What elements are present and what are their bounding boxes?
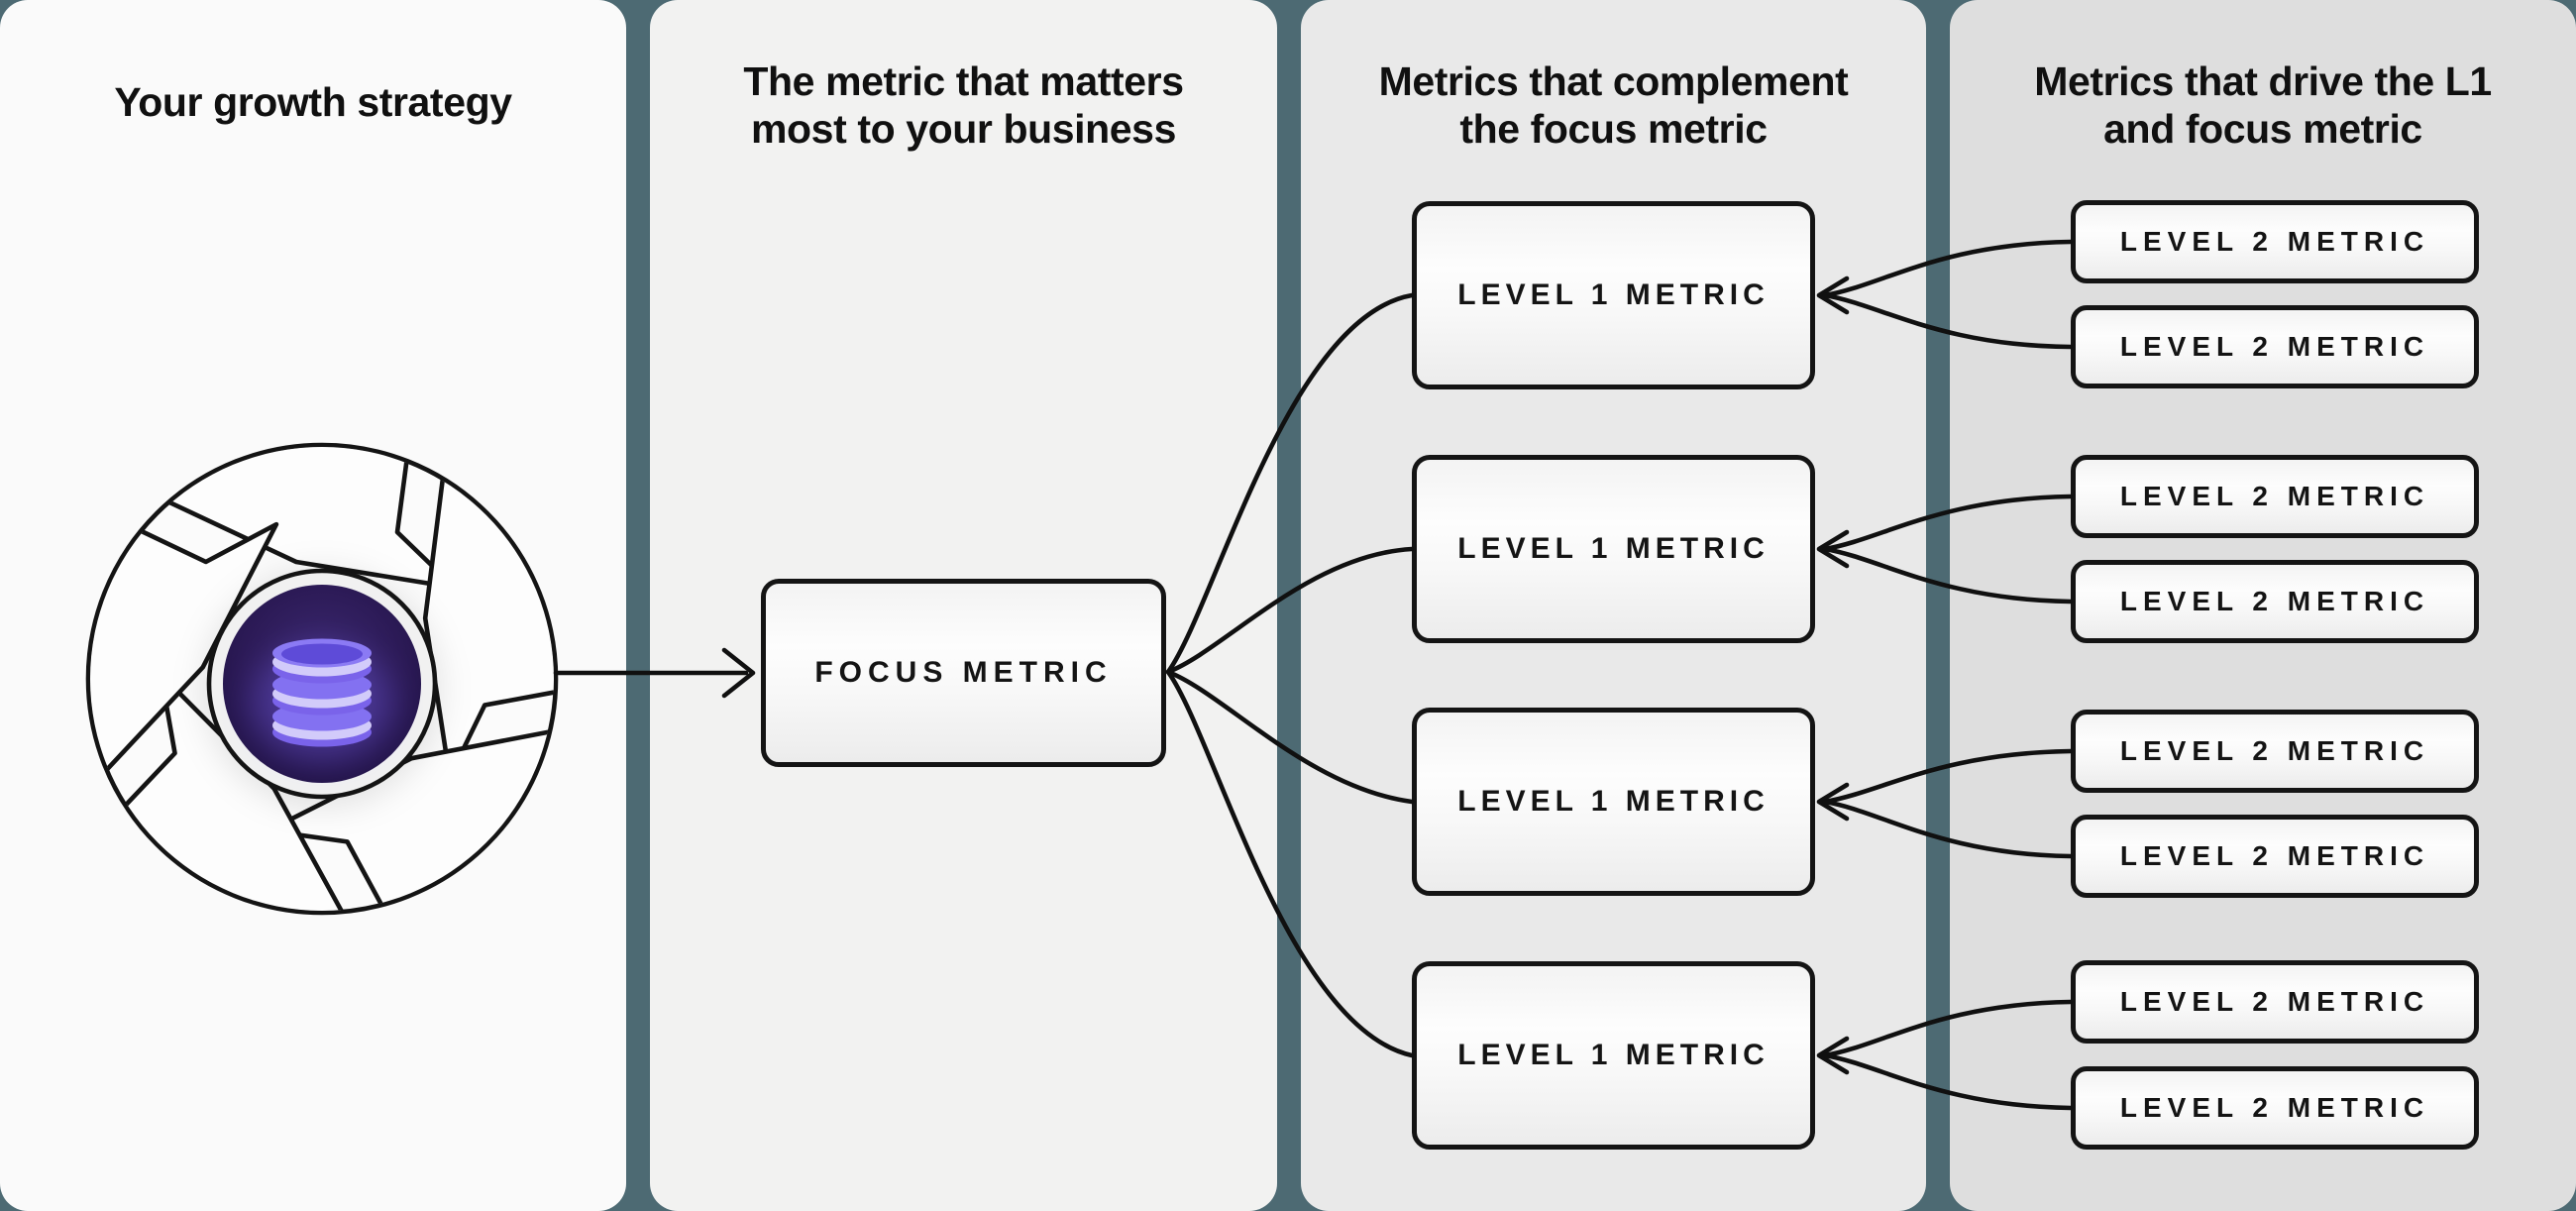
panel-title-line: the focus metric <box>1459 106 1768 152</box>
panel-title-line: Your growth strategy <box>114 79 512 125</box>
level-2-metric-node: LEVEL 2 METRIC <box>2071 200 2479 283</box>
flywheel-icon <box>85 442 559 916</box>
level-1-metric-label: LEVEL 1 METRIC <box>1457 1039 1770 1071</box>
level-1-metric-node: LEVEL 1 METRIC <box>1412 961 1815 1150</box>
level-2-metric-node: LEVEL 2 METRIC <box>2071 710 2479 793</box>
panel-title-line: Metrics that drive the L1 <box>2034 58 2492 104</box>
level-2-metric-label: LEVEL 2 METRIC <box>2119 586 2430 616</box>
panel-title-line: most to your business <box>750 106 1176 152</box>
level-1-metric-node: LEVEL 1 METRIC <box>1412 708 1815 896</box>
level-1-metric-node: LEVEL 1 METRIC <box>1412 455 1815 643</box>
level-2-metric-node: LEVEL 2 METRIC <box>2071 1066 2479 1150</box>
panel-title: Metrics that drive the L1 and focus metr… <box>1950 57 2576 153</box>
level-1-metric-label: LEVEL 1 METRIC <box>1457 785 1770 818</box>
panel-title: The metric that matters most to your bus… <box>650 57 1277 153</box>
level-2-metric-label: LEVEL 2 METRIC <box>2119 226 2430 257</box>
level-2-metric-label: LEVEL 2 METRIC <box>2119 986 2430 1017</box>
level-2-metric-node: LEVEL 2 METRIC <box>2071 560 2479 643</box>
level-1-metric-node: LEVEL 1 METRIC <box>1412 201 1815 389</box>
focus-metric-label: FOCUS METRIC <box>814 656 1113 689</box>
panel-title: Your growth strategy <box>0 78 626 126</box>
level-2-metric-label: LEVEL 2 METRIC <box>2119 1092 2430 1123</box>
panel-title-line: Metrics that complement <box>1378 58 1849 104</box>
level-1-metric-label: LEVEL 1 METRIC <box>1457 278 1770 311</box>
panel-title: Metrics that complement the focus metric <box>1301 57 1926 153</box>
level-2-metric-label: LEVEL 2 METRIC <box>2119 481 2430 511</box>
panel-title-line: and focus metric <box>2103 106 2422 152</box>
level-2-metric-node: LEVEL 2 METRIC <box>2071 815 2479 898</box>
level-1-metric-label: LEVEL 1 METRIC <box>1457 532 1770 565</box>
level-2-metric-label: LEVEL 2 METRIC <box>2119 840 2430 871</box>
level-2-metric-node: LEVEL 2 METRIC <box>2071 960 2479 1044</box>
database-icon <box>251 638 393 761</box>
level-2-metric-node: LEVEL 2 METRIC <box>2071 455 2479 538</box>
level-2-metric-node: LEVEL 2 METRIC <box>2071 305 2479 388</box>
level-2-metric-label: LEVEL 2 METRIC <box>2119 331 2430 362</box>
focus-metric-node: FOCUS METRIC <box>761 579 1166 767</box>
level-2-metric-label: LEVEL 2 METRIC <box>2119 735 2430 766</box>
panel-title-line: The metric that matters <box>743 58 1184 104</box>
